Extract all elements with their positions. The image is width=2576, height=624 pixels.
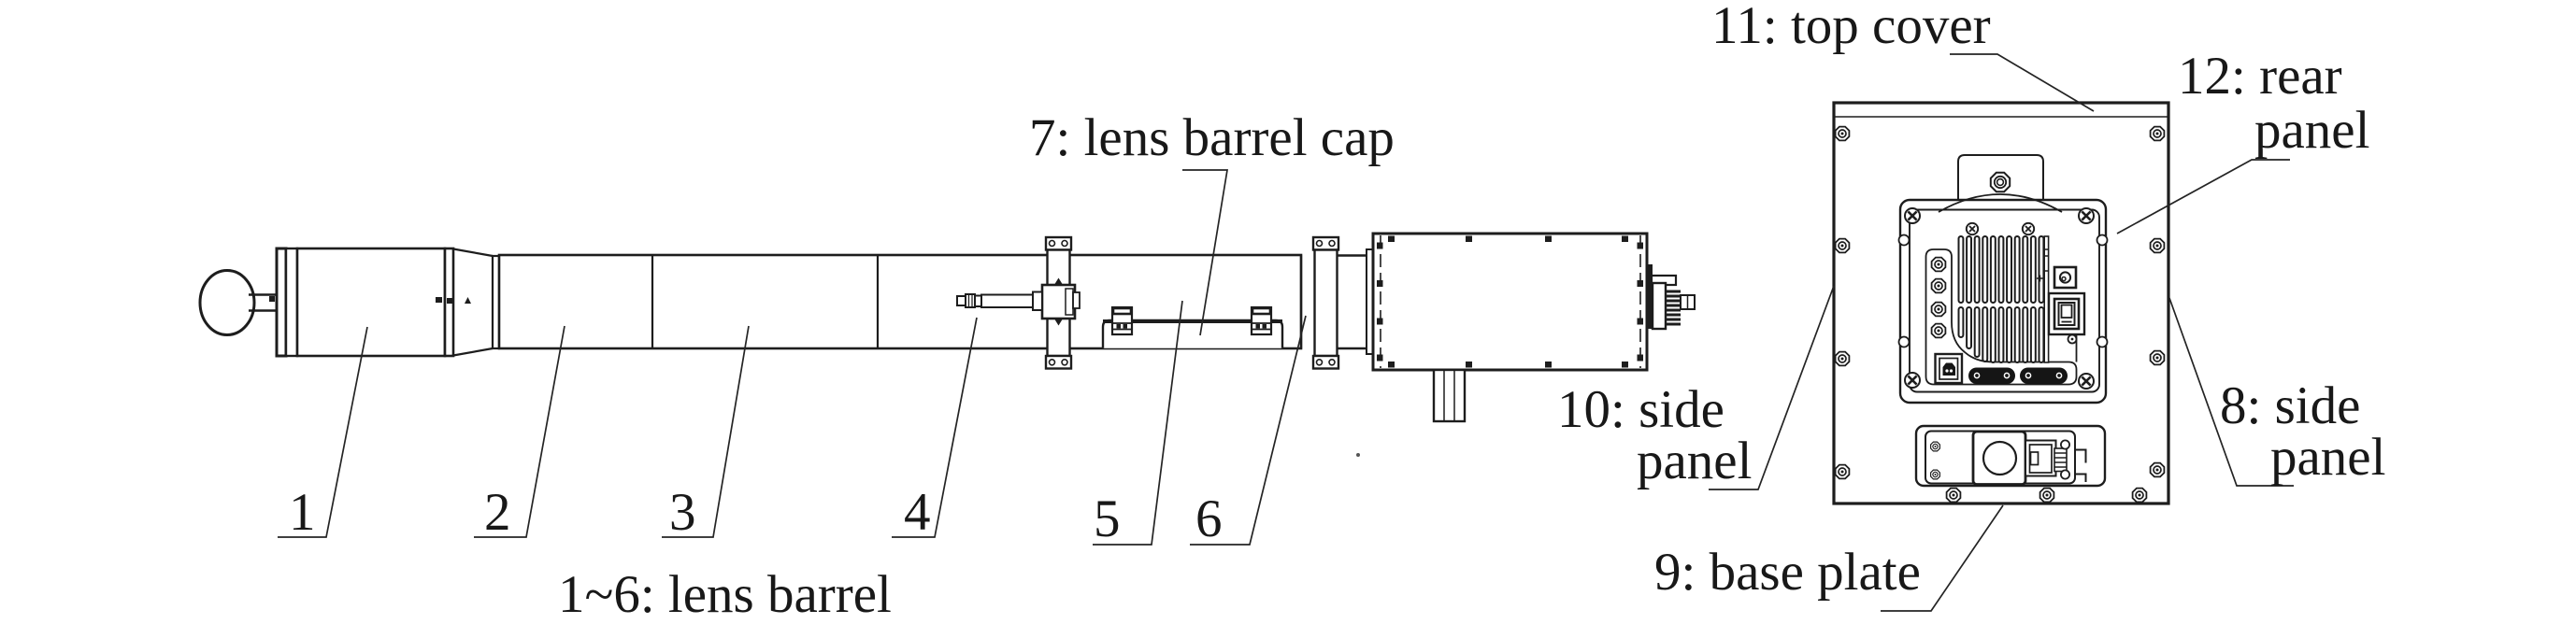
- svg-text:panel: panel: [2254, 101, 2369, 160]
- svg-text:10: side: 10: side: [1557, 380, 1724, 439]
- svg-text:2: 2: [484, 483, 511, 542]
- svg-text:1: 1: [289, 483, 316, 542]
- svg-text:3: 3: [669, 483, 696, 542]
- svg-text:8: side: 8: side: [2220, 376, 2360, 435]
- svg-text:7: lens barrel cap: 7: lens barrel cap: [1029, 108, 1395, 167]
- svg-text:5: 5: [1094, 489, 1121, 548]
- svg-text:6: 6: [1195, 489, 1223, 548]
- svg-text:9: base plate: 9: base plate: [1654, 543, 1921, 602]
- svg-text:4: 4: [904, 483, 931, 542]
- svg-text:panel: panel: [2270, 428, 2385, 487]
- svg-text:1~6: lens barrel: 1~6: lens barrel: [558, 565, 892, 624]
- svg-text:12: rear: 12: rear: [2178, 47, 2342, 106]
- svg-text:11: top cover: 11: top cover: [1711, 0, 1991, 55]
- svg-text:panel: panel: [1637, 432, 1752, 490]
